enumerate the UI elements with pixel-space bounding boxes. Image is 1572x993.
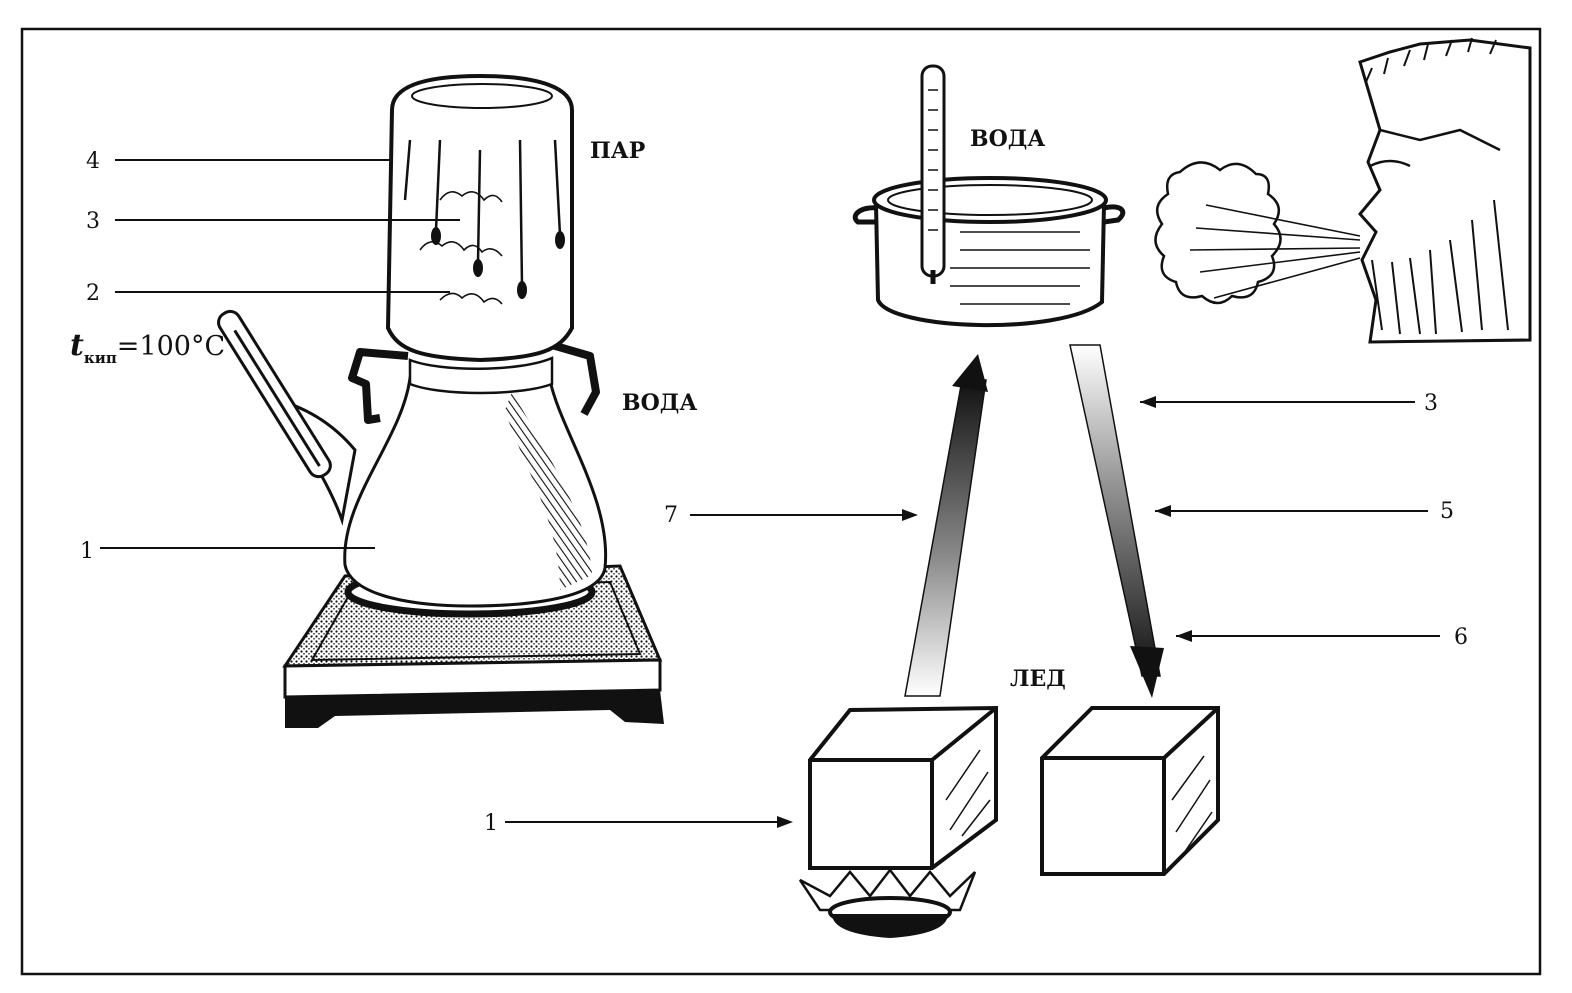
steam-label: ПАР — [590, 138, 645, 164]
boiling-value: =100°C — [117, 331, 225, 362]
kettle — [266, 341, 608, 618]
ice-block-heated — [808, 705, 998, 870]
callout-3-right: 3 — [1424, 391, 1438, 416]
callout-1-right: 1 — [484, 811, 498, 836]
ice-label: ЛЕД — [1010, 666, 1066, 692]
inverted-jar — [385, 73, 574, 363]
ice-block-cooled — [1040, 706, 1220, 876]
callout-4-left: 4 — [86, 149, 100, 174]
burner-flame — [798, 867, 977, 938]
callout-2-left: 2 — [86, 281, 100, 306]
frost-man-face — [1358, 37, 1532, 344]
callout-5-right: 5 — [1440, 499, 1454, 524]
kettle-thermometer — [217, 309, 332, 479]
callout-1-left: 1 — [80, 539, 94, 564]
upward-transition-arrow — [904, 354, 988, 697]
callout-7-right: 7 — [664, 503, 678, 528]
left-callout-lines — [100, 159, 460, 549]
downward-transition-arrow — [1069, 344, 1164, 698]
boiling-point-label: tкип=100°C — [70, 328, 225, 367]
diagram-frame — [20, 27, 1542, 976]
right-callout-lines — [505, 396, 1440, 828]
water-label-left: ВОДА — [622, 390, 697, 416]
water-label-right: ВОДА — [970, 126, 1045, 152]
frost-breath — [1154, 161, 1361, 305]
boiling-symbol: t — [70, 328, 84, 363]
boiling-subscript: кип — [84, 349, 117, 367]
callout-6-right: 6 — [1454, 625, 1468, 650]
callout-3-left: 3 — [86, 209, 100, 234]
pot — [852, 176, 1126, 328]
pot-thermometer — [920, 64, 946, 284]
